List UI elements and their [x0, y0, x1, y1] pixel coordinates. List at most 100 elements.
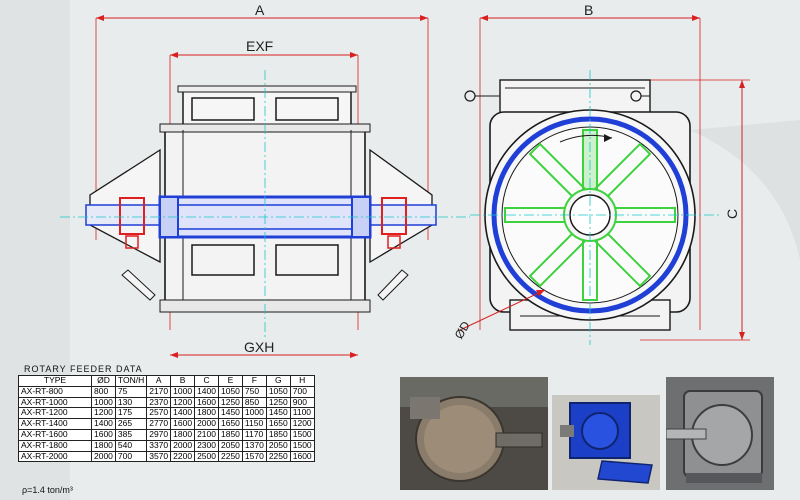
value-cell: 1850 — [217, 428, 243, 441]
col-header: C — [194, 375, 219, 387]
col-header: H — [289, 375, 315, 387]
value-cell: 1500 — [289, 428, 315, 441]
table-header-row: TYPE ØD TON/H A B C E F G H — [18, 375, 315, 387]
col-header: F — [241, 375, 267, 387]
col-header: B — [170, 375, 196, 387]
value-cell: 900 — [289, 396, 315, 409]
value-cell: 265 — [114, 418, 148, 430]
col-header: ØD — [91, 375, 116, 387]
side-view: B C — [452, 2, 750, 345]
value-cell: 800 — [91, 385, 116, 398]
value-cell: 2050 — [265, 439, 291, 452]
col-header: G — [265, 375, 291, 387]
value-cell: 2200 — [170, 450, 196, 463]
value-cell: 130 — [114, 396, 148, 409]
front-view: A EXF GXH — [60, 2, 470, 358]
value-cell: 2300 — [194, 439, 219, 452]
value-cell: 1600 — [91, 428, 116, 441]
value-cell: 3370 — [146, 439, 172, 452]
value-cell: 1200 — [91, 407, 116, 420]
type-cell: AX-RT-1400 — [18, 418, 92, 430]
col-header: TYPE — [18, 375, 92, 387]
col-header: TON/H — [114, 375, 148, 387]
value-cell: 2050 — [217, 439, 243, 452]
dim-gxh-label: GXH — [244, 339, 274, 355]
value-cell: 1250 — [265, 396, 291, 409]
value-cell: 1400 — [194, 385, 219, 398]
density-note: ρ=1.4 ton/m³ — [22, 485, 73, 495]
type-cell: AX-RT-2000 — [18, 450, 92, 463]
value-cell: 2170 — [146, 385, 172, 398]
value-cell: 700 — [114, 450, 148, 463]
value-cell: 175 — [114, 407, 148, 420]
value-cell: 2250 — [217, 450, 243, 463]
value-cell: 700 — [289, 385, 315, 398]
value-cell: 1570 — [241, 450, 267, 463]
value-cell: 1450 — [265, 407, 291, 420]
value-cell: 1650 — [217, 418, 243, 430]
photo-rotor-drum — [400, 377, 548, 490]
value-cell: 2100 — [194, 428, 219, 441]
value-cell: 1000 — [170, 385, 196, 398]
value-cell: 1050 — [265, 385, 291, 398]
photo-feeder-assembly — [666, 377, 774, 490]
table-title: ROTARY FEEDER DATA — [24, 364, 143, 374]
rotary-feeder-data: ROTARY FEEDER DATA TYPE ØD TON/H A B C E… — [18, 364, 396, 463]
value-cell: 1850 — [265, 428, 291, 441]
value-cell: 385 — [114, 428, 148, 441]
value-cell: 1600 — [289, 450, 315, 463]
value-cell: 1000 — [241, 407, 267, 420]
dim-b-label: B — [584, 2, 593, 18]
value-cell: 2000 — [170, 439, 196, 452]
type-cell: AX-RT-1600 — [18, 428, 92, 441]
value-cell: 2250 — [265, 450, 291, 463]
value-cell: 1200 — [289, 418, 315, 430]
value-cell: 1050 — [217, 385, 243, 398]
value-cell: 2000 — [194, 418, 219, 430]
value-cell: 1150 — [241, 418, 267, 430]
value-cell: 3570 — [146, 450, 172, 463]
value-cell: 1370 — [241, 439, 267, 452]
value-cell: 1800 — [170, 428, 196, 441]
dim-a-label: A — [255, 2, 265, 18]
value-cell: 540 — [114, 439, 148, 452]
dim-c-label: C — [724, 209, 740, 219]
value-cell: 2970 — [146, 428, 172, 441]
type-cell: AX-RT-1800 — [18, 439, 92, 452]
dim-exf-label: EXF — [246, 38, 273, 54]
value-cell: 850 — [241, 396, 267, 409]
value-cell: 1200 — [170, 396, 196, 409]
value-cell: 2770 — [146, 418, 172, 430]
value-cell: 1170 — [241, 428, 267, 441]
value-cell: 1000 — [91, 396, 116, 409]
value-cell: 2570 — [146, 407, 172, 420]
value-cell: 75 — [114, 385, 148, 398]
value-cell: 1600 — [170, 418, 196, 430]
type-cell: AX-RT-1200 — [18, 407, 92, 420]
value-cell: 1500 — [289, 439, 315, 452]
col-header: A — [146, 375, 172, 387]
type-cell: AX-RT-800 — [18, 385, 92, 398]
value-cell: 1400 — [91, 418, 116, 430]
value-cell: 1600 — [194, 396, 219, 409]
type-cell: AX-RT-1000 — [18, 396, 92, 409]
col-header: E — [217, 375, 243, 387]
value-cell: 2370 — [146, 396, 172, 409]
value-cell: 1650 — [265, 418, 291, 430]
value-cell: 1100 — [289, 407, 315, 420]
value-cell: 1250 — [217, 396, 243, 409]
value-cell: 1450 — [217, 407, 243, 420]
photo-blue-feeder — [552, 395, 660, 490]
value-cell: 1400 — [170, 407, 196, 420]
value-cell: 750 — [241, 385, 267, 398]
value-cell: 1800 — [194, 407, 219, 420]
value-cell: 2000 — [91, 450, 116, 463]
